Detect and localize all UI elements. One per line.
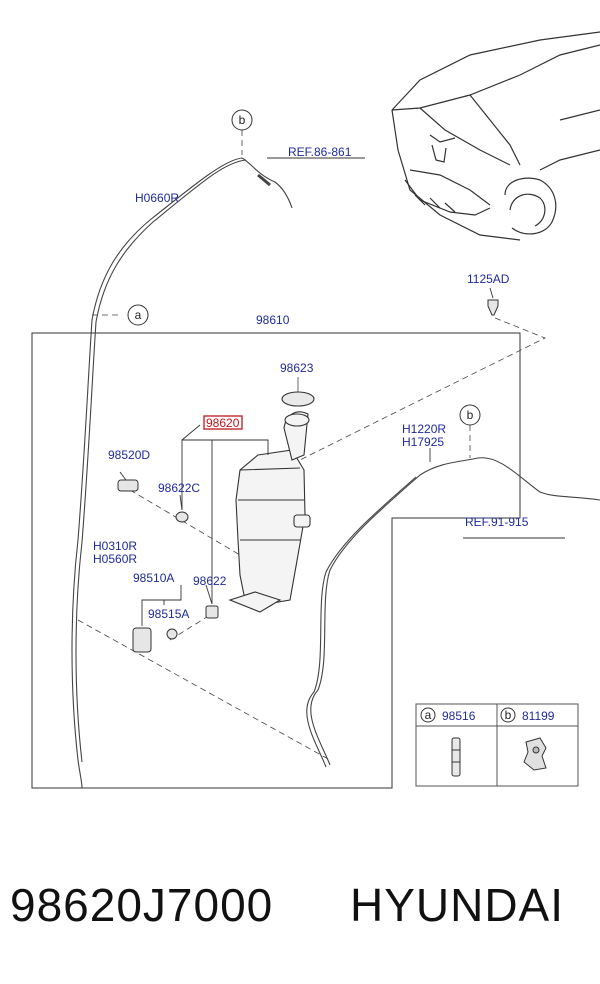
label-h0560r: H0560R: [93, 552, 137, 566]
bolt-1125ad: [487, 299, 499, 316]
label-h17925: H17925: [402, 435, 444, 449]
label-h0660r: H0660R: [135, 191, 179, 205]
legend-a-part: 98516: [442, 709, 476, 723]
label-h0310r: H0310R: [93, 539, 137, 553]
legend-b-part: 81199: [522, 709, 555, 723]
svg-text:a: a: [135, 308, 142, 322]
svg-text:b: b: [505, 708, 512, 722]
pump-98510a: [132, 627, 152, 653]
label-98510a: 98510A: [133, 571, 174, 585]
assembly-boundary: [31, 332, 521, 789]
connector-98516-icon: [451, 737, 461, 777]
part-number-title: 98620J7000: [10, 879, 274, 931]
svg-text:b: b: [239, 113, 246, 127]
label-98622: 98622: [193, 574, 227, 588]
legend-table: a 98516 b 81199: [415, 703, 579, 787]
filler-cap: [281, 391, 315, 407]
ref-86-861-label[interactable]: REF.86-861: [288, 145, 352, 159]
clip-81199-icon: [523, 737, 547, 771]
grommet-98515a: [166, 628, 178, 640]
svg-text:b: b: [467, 408, 474, 422]
label-98623: 98623: [280, 361, 314, 375]
callout-b-right: b: [459, 404, 481, 426]
label-h1220r: H1220R: [402, 422, 446, 436]
label-98520d: 98520D: [108, 448, 150, 462]
svg-text:a: a: [425, 708, 432, 722]
label-98620[interactable]: 98620: [206, 416, 240, 430]
highlight-box-98620: [203, 415, 243, 430]
washer-reservoir-tank: [228, 411, 311, 613]
label-1125ad: 1125AD: [467, 272, 510, 286]
label-98515a: 98515A: [148, 607, 189, 621]
ref-91-915-label[interactable]: REF.91-915: [465, 515, 529, 529]
callout-b-top: b: [231, 109, 253, 131]
label-98610: 98610: [256, 313, 290, 327]
level-sensor-98520d: [117, 479, 139, 492]
brand-title: HYUNDAI: [350, 879, 565, 931]
label-98622c: 98622C: [158, 481, 200, 495]
vehicle-illustration: [391, 31, 600, 241]
callout-a: a: [127, 304, 149, 326]
hose-h0660r: [71, 157, 243, 789]
grommet-98622c: [175, 511, 189, 523]
grommet-98622: [205, 605, 219, 619]
hose-h1220r: [310, 457, 600, 766]
